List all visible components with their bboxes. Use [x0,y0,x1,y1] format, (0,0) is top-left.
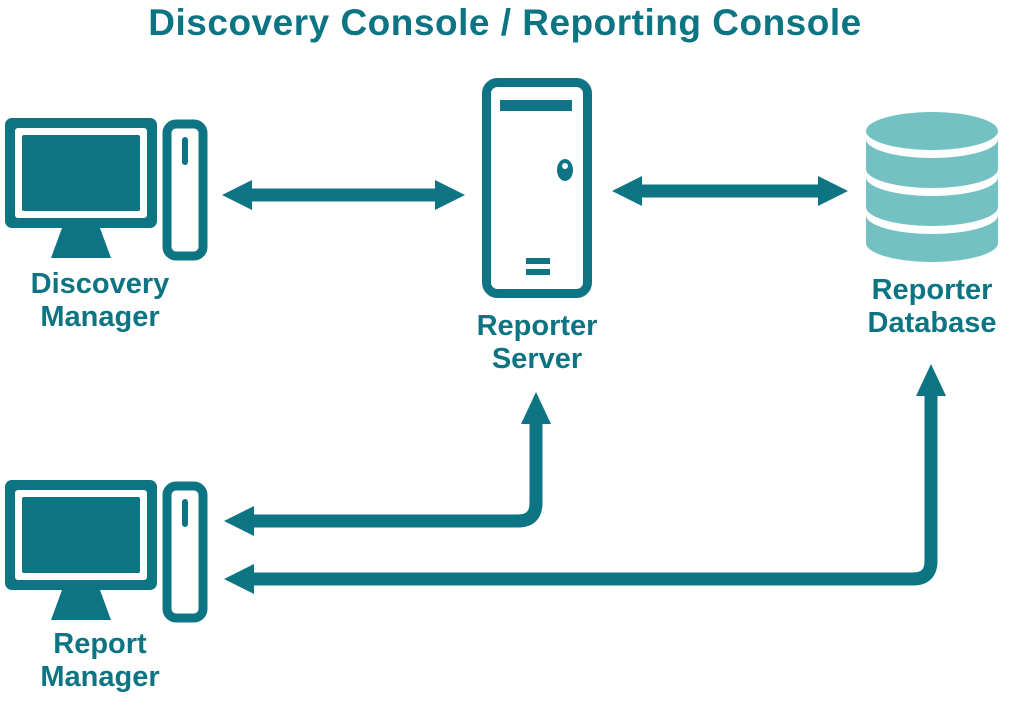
reporter-server-label-line1: Reporter [476,310,598,342]
discovery-manager-label-line2: Manager [40,301,160,333]
discovery-manager-label-line1: Discovery [30,268,170,300]
discovery-manager-label: Discovery Manager [0,268,200,334]
desktop-computer-icon [5,480,203,620]
elbow-arrow-report-database [224,364,946,594]
database-icon [866,112,998,262]
server-tower-icon [482,78,592,298]
desktop-computer-icon [5,118,203,258]
report-manager-label: Report Manager [0,628,200,694]
bidirectional-arrow-discovery-server [222,180,465,210]
reporter-database-label-line2: Database [867,307,997,339]
reporter-database-label-line1: Reporter [871,274,993,306]
report-manager-label-line1: Report [53,628,147,660]
reporter-server-label: Reporter Server [437,310,637,376]
bidirectional-arrow-server-database [612,176,848,206]
report-manager-label-line2: Manager [40,661,160,693]
reporter-server-label-line2: Server [491,343,583,375]
reporter-database-label: Reporter Database [832,274,1010,340]
diagram-title: Discovery Console / Reporting Console [148,2,862,43]
elbow-arrow-report-server [224,392,551,536]
